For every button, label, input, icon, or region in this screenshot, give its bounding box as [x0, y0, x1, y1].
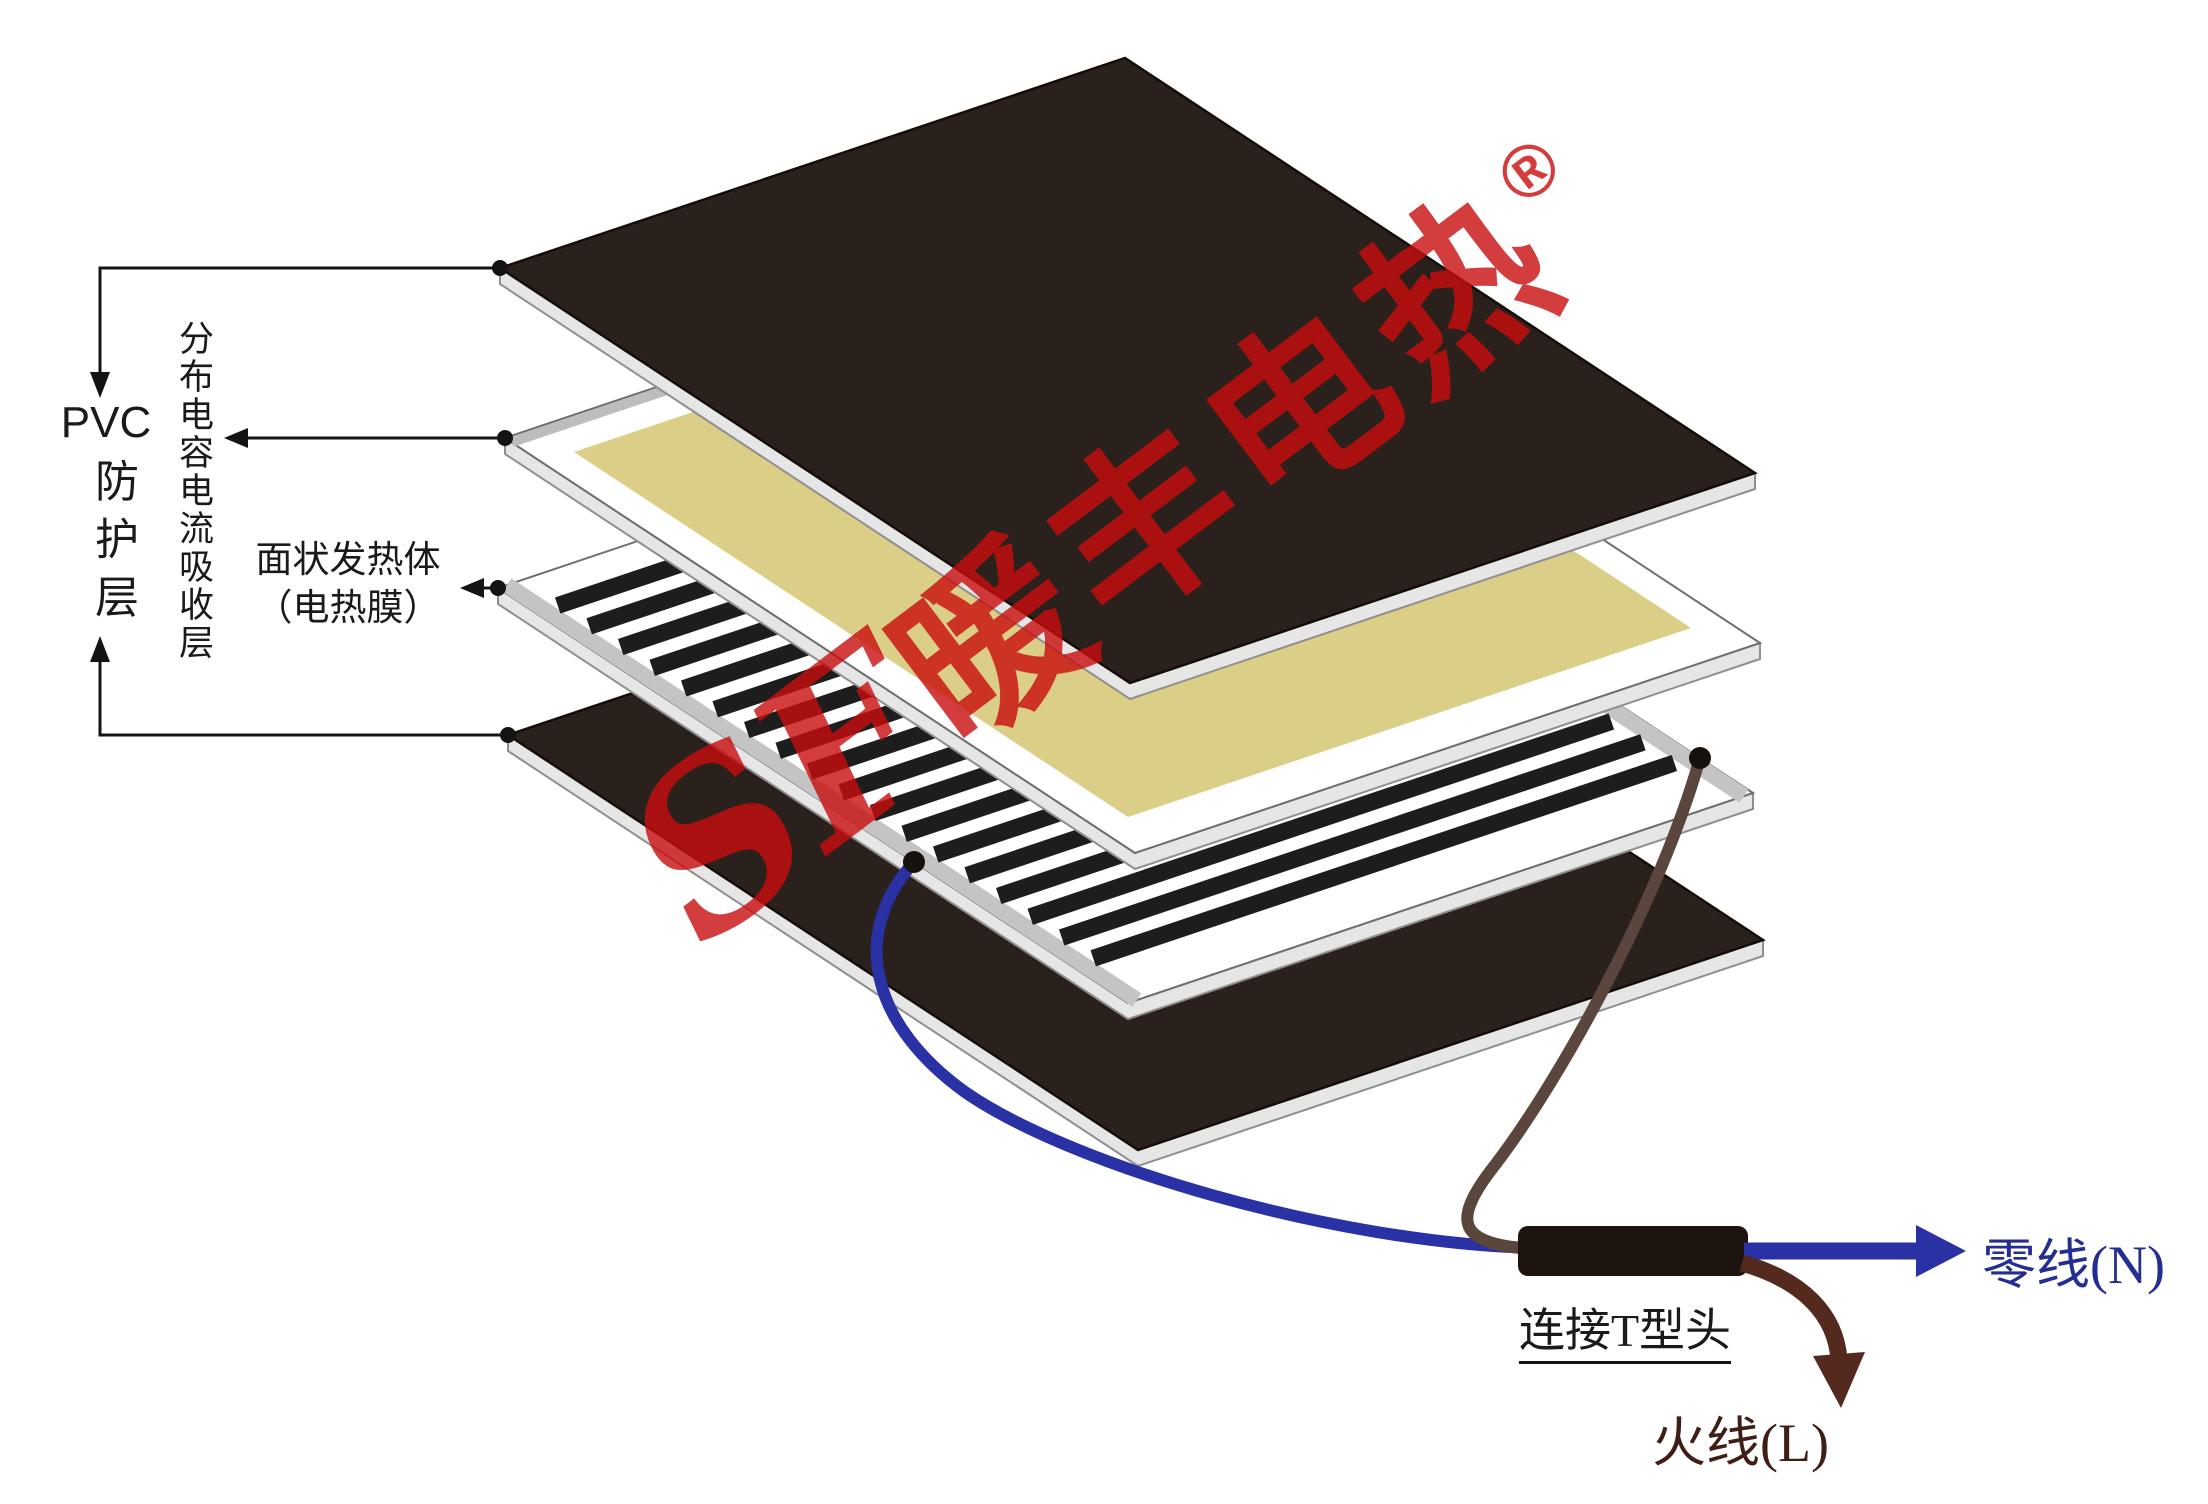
arrowhead-pvc-top — [90, 372, 110, 398]
t-connector — [1518, 1226, 1748, 1276]
live-wire-label: 火线(L) — [1652, 1413, 1829, 1473]
heating-stripe — [1090, 754, 1678, 967]
pvc-protective-layer-label: 防护层 — [88, 458, 137, 632]
pvc-label: PVC — [60, 398, 152, 447]
live-wire-terminal — [1689, 747, 1711, 769]
heating-element-label-line2: （电热膜） — [255, 587, 441, 629]
heating-element-label-line1: 面状发热体 — [255, 539, 441, 580]
neutral-wire-label: 零线(N) — [1982, 1235, 2165, 1295]
pvc-top-layer — [497, 56, 1758, 701]
heating-element-label: 面状发热体 （电热膜） — [242, 536, 454, 632]
neutral-arrow-head — [1916, 1225, 1966, 1277]
live-arrow-head — [1813, 1352, 1865, 1408]
left-busbar — [502, 578, 1142, 1007]
t-connector-label-text: 连接T型头 — [1518, 1305, 1732, 1364]
heating-stripe — [1058, 734, 1646, 946]
heating-stripe — [1027, 713, 1615, 925]
leader-pvc-top — [98, 266, 500, 376]
pvc-top-layer-face — [497, 56, 1758, 685]
arrowhead-pvc-bottom — [90, 636, 110, 662]
arrowhead-heater — [460, 578, 484, 598]
absorbing-layer-label: 分布电容电流吸收层 — [174, 320, 213, 662]
live-arrow-shaft — [1739, 1254, 1848, 1361]
t-connector-label: 连接T型头 — [1495, 1294, 1755, 1364]
neutral-wire-path — [870, 856, 1538, 1254]
live-wire-path — [1461, 752, 1706, 1255]
arrowhead-absorb — [224, 428, 248, 448]
neutral-wire-terminal — [903, 851, 925, 873]
leader-pvc-bottom — [98, 658, 508, 737]
